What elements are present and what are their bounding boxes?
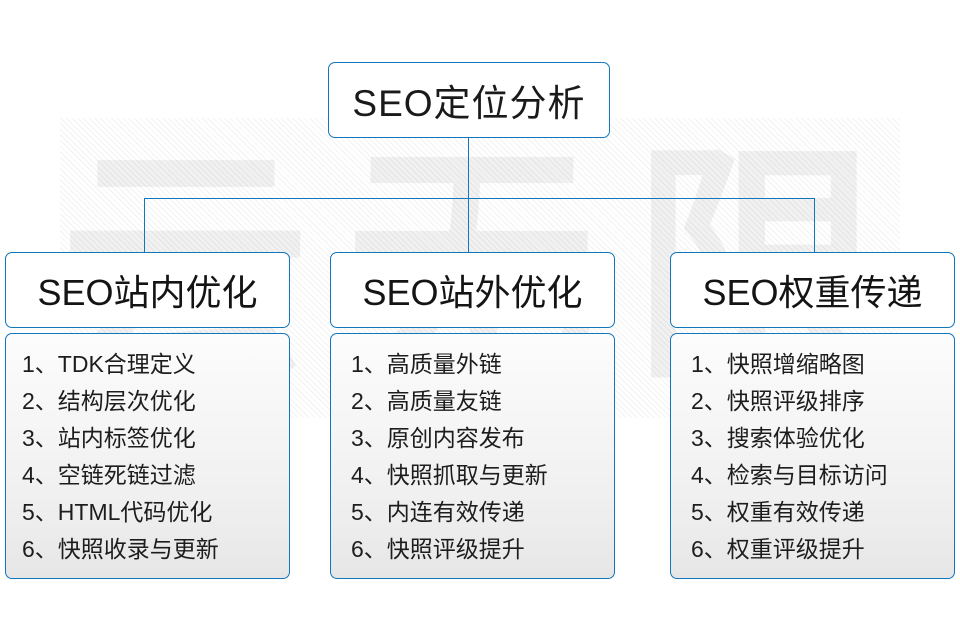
list-item: 6、快照收录与更新 <box>22 536 219 562</box>
list-item: 5、HTML代码优化 <box>22 499 213 525</box>
connector-horizontal-bus <box>144 197 815 199</box>
list-item: 1、高质量外链 <box>351 351 502 377</box>
list-item: 3、搜索体验优化 <box>691 425 865 451</box>
column-title-1: SEO站内优化 <box>37 272 258 313</box>
column-title-2: SEO站外优化 <box>362 272 583 313</box>
column-body-box-3: 1、快照增缩略图 2、快照评级排序 3、搜索体验优化 4、检索与目标访问 5、权… <box>670 333 955 579</box>
column-seo-weight-transfer: SEO权重传递 1、快照增缩略图 2、快照评级排序 3、搜索体验优化 4、检索与… <box>670 252 955 579</box>
list-item: 2、高质量友链 <box>351 388 502 414</box>
connector-branch-middle <box>468 197 470 253</box>
list-item: 1、快照增缩略图 <box>691 351 865 377</box>
list-item: 6、权重评级提升 <box>691 536 865 562</box>
list-item: 6、快照评级提升 <box>351 536 525 562</box>
item-list-1: 1、TDK合理定义 2、结构层次优化 3、站内标签优化 4、空链死链过滤 5、H… <box>6 346 289 568</box>
column-body-box-2: 1、高质量外链 2、高质量友链 3、原创内容发布 4、快照抓取与更新 5、内连有… <box>330 333 615 579</box>
column-header-box-2[interactable]: SEO站外优化 <box>330 252 615 328</box>
column-title-3: SEO权重传递 <box>702 272 923 313</box>
list-item: 2、结构层次优化 <box>22 388 196 414</box>
connector-root-vertical <box>468 138 470 199</box>
list-item: 4、检索与目标访问 <box>691 462 888 488</box>
column-header-box-3[interactable]: SEO权重传递 <box>670 252 955 328</box>
item-list-2: 1、高质量外链 2、高质量友链 3、原创内容发布 4、快照抓取与更新 5、内连有… <box>331 346 614 568</box>
list-item: 3、原创内容发布 <box>351 425 525 451</box>
connector-branch-left <box>144 197 146 253</box>
list-item: 4、空链死链过滤 <box>22 462 196 488</box>
column-header-box-1[interactable]: SEO站内优化 <box>5 252 290 328</box>
list-item: 4、快照抓取与更新 <box>351 462 548 488</box>
root-node-title: SEO定位分析 <box>352 83 586 124</box>
list-item: 5、权重有效传递 <box>691 499 865 525</box>
column-seo-onsite: SEO站内优化 1、TDK合理定义 2、结构层次优化 3、站内标签优化 4、空链… <box>5 252 290 579</box>
list-item: 2、快照评级排序 <box>691 388 865 414</box>
column-seo-offsite: SEO站外优化 1、高质量外链 2、高质量友链 3、原创内容发布 4、快照抓取与… <box>330 252 615 579</box>
connector-branch-right <box>814 197 816 253</box>
column-body-box-1: 1、TDK合理定义 2、结构层次优化 3、站内标签优化 4、空链死链过滤 5、H… <box>5 333 290 579</box>
list-item: 3、站内标签优化 <box>22 425 196 451</box>
item-list-3: 1、快照增缩略图 2、快照评级排序 3、搜索体验优化 4、检索与目标访问 5、权… <box>671 346 954 568</box>
root-node-box[interactable]: SEO定位分析 <box>328 62 610 138</box>
list-item: 1、TDK合理定义 <box>22 351 196 377</box>
list-item: 5、内连有效传递 <box>351 499 525 525</box>
